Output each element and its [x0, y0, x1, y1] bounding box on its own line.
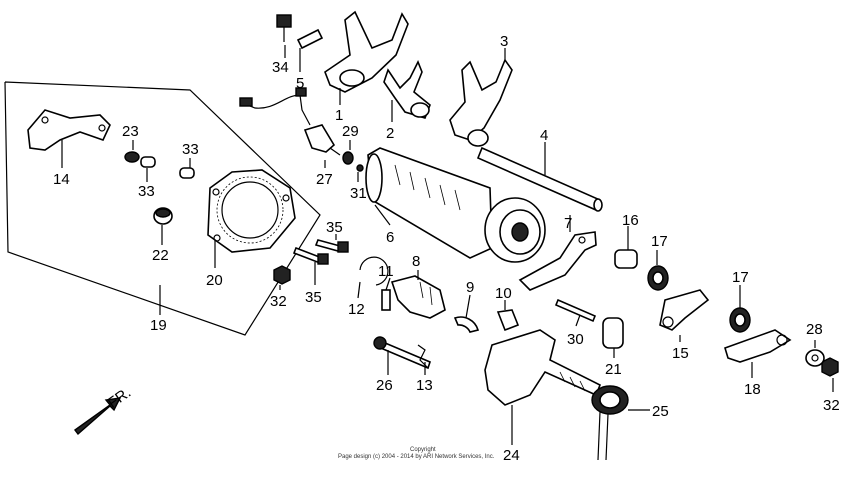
part-label-24: 24	[503, 447, 520, 464]
part-label-21: 21	[605, 361, 622, 378]
part-label-14: 14	[53, 171, 70, 188]
part-label-34: 34	[272, 59, 289, 76]
part-label-18: 18	[744, 381, 761, 398]
dowel-rod	[554, 298, 597, 323]
part-label-7: 7	[564, 215, 572, 232]
collar	[124, 151, 140, 163]
gearshift-spindle	[484, 329, 602, 406]
part-label-12: 12	[348, 301, 365, 318]
leader-lines	[61, 45, 834, 445]
part-label-22: 22	[152, 247, 169, 264]
part-label-5: 5	[296, 75, 304, 92]
stopper-arm-18	[724, 329, 792, 363]
part-label-19: 19	[150, 317, 167, 334]
part-label-17: 17	[732, 269, 749, 286]
part-label-32: 32	[823, 397, 840, 414]
dowel-pin	[140, 156, 156, 168]
fork-shaft	[476, 146, 602, 212]
nut	[273, 265, 291, 285]
part-label-3: 3	[500, 33, 508, 50]
part-label-2: 2	[386, 125, 394, 142]
part-label-9: 9	[466, 279, 474, 296]
neutral-switch	[303, 124, 336, 153]
nut	[821, 357, 839, 377]
bolt-head	[276, 14, 292, 28]
stopper-plate	[518, 231, 597, 291]
part-label-33: 33	[138, 183, 155, 200]
front-direction-arrow	[74, 397, 122, 436]
part-label-6: 6	[386, 229, 394, 246]
part-label-26: 26	[376, 377, 393, 394]
part-label-8: 8	[412, 253, 420, 270]
part-label-4: 4	[540, 127, 548, 144]
dowel-pin	[179, 167, 195, 179]
part-label-17: 17	[651, 233, 668, 250]
lock-plate	[296, 28, 324, 50]
shift-fork-3	[449, 58, 513, 141]
part-label-25: 25	[652, 403, 669, 420]
part-label-28: 28	[806, 321, 823, 338]
part-label-11: 11	[378, 263, 394, 280]
part-label-10: 10	[495, 285, 512, 302]
part-label-20: 20	[206, 272, 223, 289]
part-label-1: 1	[335, 107, 343, 124]
part-label-15: 15	[672, 345, 689, 362]
part-label-32: 32	[270, 293, 287, 310]
copyright-notice: Page design (c) 2004 - 2014 by ARI Netwo…	[338, 454, 495, 460]
spring-pin	[417, 344, 429, 369]
stopper-arm	[659, 289, 710, 331]
part-label-16: 16	[622, 212, 639, 229]
washer	[805, 349, 825, 367]
guide-plate	[496, 309, 520, 332]
shift-pin	[381, 289, 391, 311]
circlip	[359, 256, 389, 286]
part-label-27: 27	[316, 171, 333, 188]
part-label-31: 31	[350, 185, 367, 202]
drum-shifter	[390, 275, 446, 319]
part-label-35: 35	[305, 289, 322, 306]
bolt	[314, 239, 342, 252]
copyright-title: Copyright	[410, 447, 436, 453]
part-label-30: 30	[567, 331, 584, 348]
collar-sleeve	[602, 317, 624, 349]
part-label-23: 23	[122, 123, 139, 140]
stopper-pin	[614, 249, 638, 269]
bracket-plate	[27, 109, 111, 151]
part-label-35: 35	[326, 219, 343, 236]
o-ring	[342, 151, 354, 165]
part-number-labels: 34 5 1 2 3 4 14 23 33 33 22 20 19 27 29 …	[53, 33, 840, 464]
screw	[356, 164, 364, 172]
part-label-33: 33	[182, 141, 199, 158]
spring-clip	[453, 316, 480, 333]
part-label-29: 29	[342, 123, 359, 140]
part-label-13: 13	[416, 377, 433, 394]
